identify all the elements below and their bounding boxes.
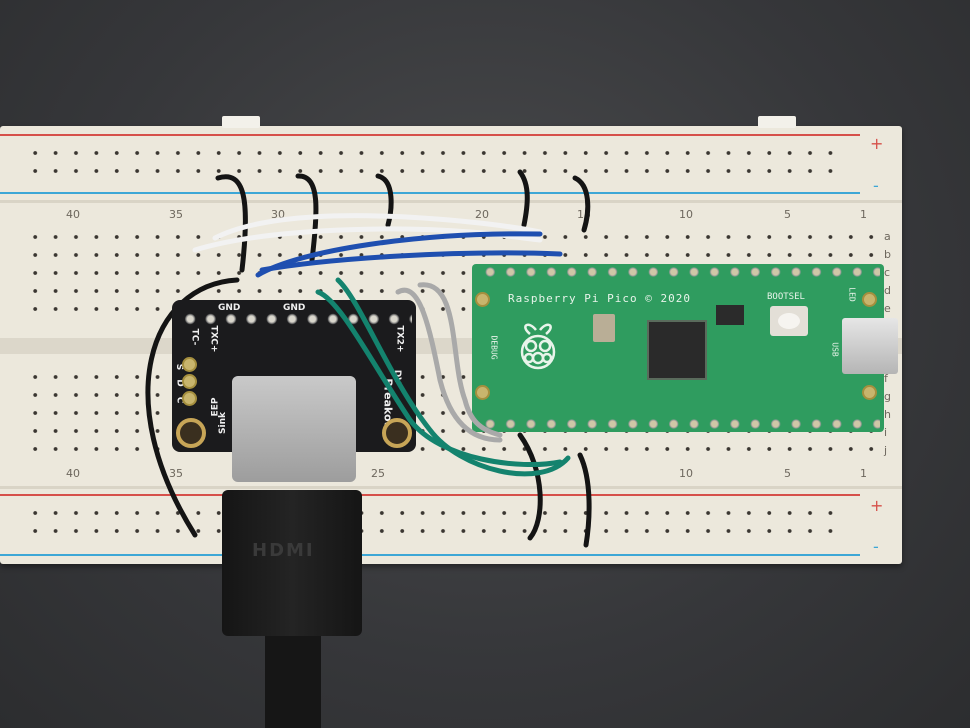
gnd-label: GND (283, 303, 306, 313)
col-label: 1 (860, 467, 867, 480)
black-jumper (517, 169, 530, 228)
black-jumper (517, 432, 543, 541)
pico-title: Raspberry Pi Pico © 2020 (508, 292, 691, 305)
col-label: 35 (169, 467, 183, 480)
mount-hole (862, 385, 877, 400)
crystal (593, 314, 615, 342)
row-label: a (884, 230, 891, 243)
top-rail-holes (25, 144, 845, 180)
raspberry-logo-icon (520, 323, 556, 370)
breakout-pad (182, 357, 197, 372)
mount-hole (475, 385, 490, 400)
micro-usb-port[interactable] (842, 318, 898, 374)
white-wire (212, 213, 543, 241)
mount-hole (862, 292, 877, 307)
black-jumper (215, 174, 248, 273)
row-label: h (884, 408, 891, 421)
mount-hole (475, 292, 490, 307)
rail-plus-bottom: + (870, 496, 884, 515)
rp2040-chip (647, 320, 707, 380)
black-jumper (295, 173, 319, 263)
breadboard-clip-left (222, 116, 260, 128)
hdmi-logo: HDMI (252, 540, 315, 561)
row-label: c (884, 266, 891, 279)
teal-wire (335, 277, 571, 477)
teal-wire (315, 289, 563, 468)
col-label: 10 (679, 467, 693, 480)
bootsel-button[interactable] (770, 306, 808, 336)
black-jumper (145, 277, 240, 538)
black-jumper (577, 452, 592, 548)
col-label: 10 (679, 208, 693, 221)
row-label: d (884, 284, 891, 297)
col-label: 25 (371, 467, 385, 480)
black-jumper (572, 175, 591, 233)
bottom-rail-blue-line (0, 554, 860, 556)
rail-plus-top: + (870, 134, 884, 153)
white-wire (192, 226, 543, 253)
bootsel-label: BOOTSEL (767, 292, 805, 302)
breakout-pad (182, 374, 197, 389)
col-label: 40 (66, 208, 80, 221)
row-label: f (884, 372, 888, 385)
gnd-label: GND (218, 303, 241, 313)
blue-wire (259, 250, 563, 273)
gray-wire (395, 287, 503, 443)
breakout-pad (182, 391, 197, 406)
row-label: b (884, 248, 891, 261)
col-label: 35 (169, 208, 183, 221)
rail-minus-bottom: - (873, 537, 879, 556)
col-label: 5 (784, 467, 791, 480)
rail-divider-bottom (0, 486, 902, 489)
gray-wire (417, 282, 503, 438)
mount-hole (382, 418, 412, 448)
hdmi-cable-wire (265, 630, 321, 728)
col-label: 20 (475, 208, 489, 221)
col-label: 1 (860, 208, 867, 221)
pico-header-pins-bottom (480, 418, 880, 430)
row-label: g (884, 390, 891, 403)
black-jumper (375, 173, 394, 228)
col-label: 40 (66, 467, 80, 480)
row-label: e (884, 302, 891, 315)
row-label: i (884, 426, 888, 439)
rail-divider (0, 200, 902, 203)
breadboard-clip-right (758, 116, 796, 128)
pico-header-pins-top (480, 266, 880, 278)
mount-hole (176, 418, 206, 448)
breakout-header-pins (180, 312, 412, 326)
bottom-rail-holes (25, 504, 845, 540)
rail-minus-top: - (873, 176, 879, 195)
hdmi-plug[interactable] (222, 490, 362, 636)
top-rail-blue-line (0, 192, 860, 194)
row-label: j (884, 444, 888, 457)
bottom-rail-red-line (0, 494, 860, 496)
flash-chip (716, 305, 744, 325)
top-rail-red-line (0, 134, 860, 136)
hdmi-connector (232, 376, 356, 482)
col-label: 5 (784, 208, 791, 221)
